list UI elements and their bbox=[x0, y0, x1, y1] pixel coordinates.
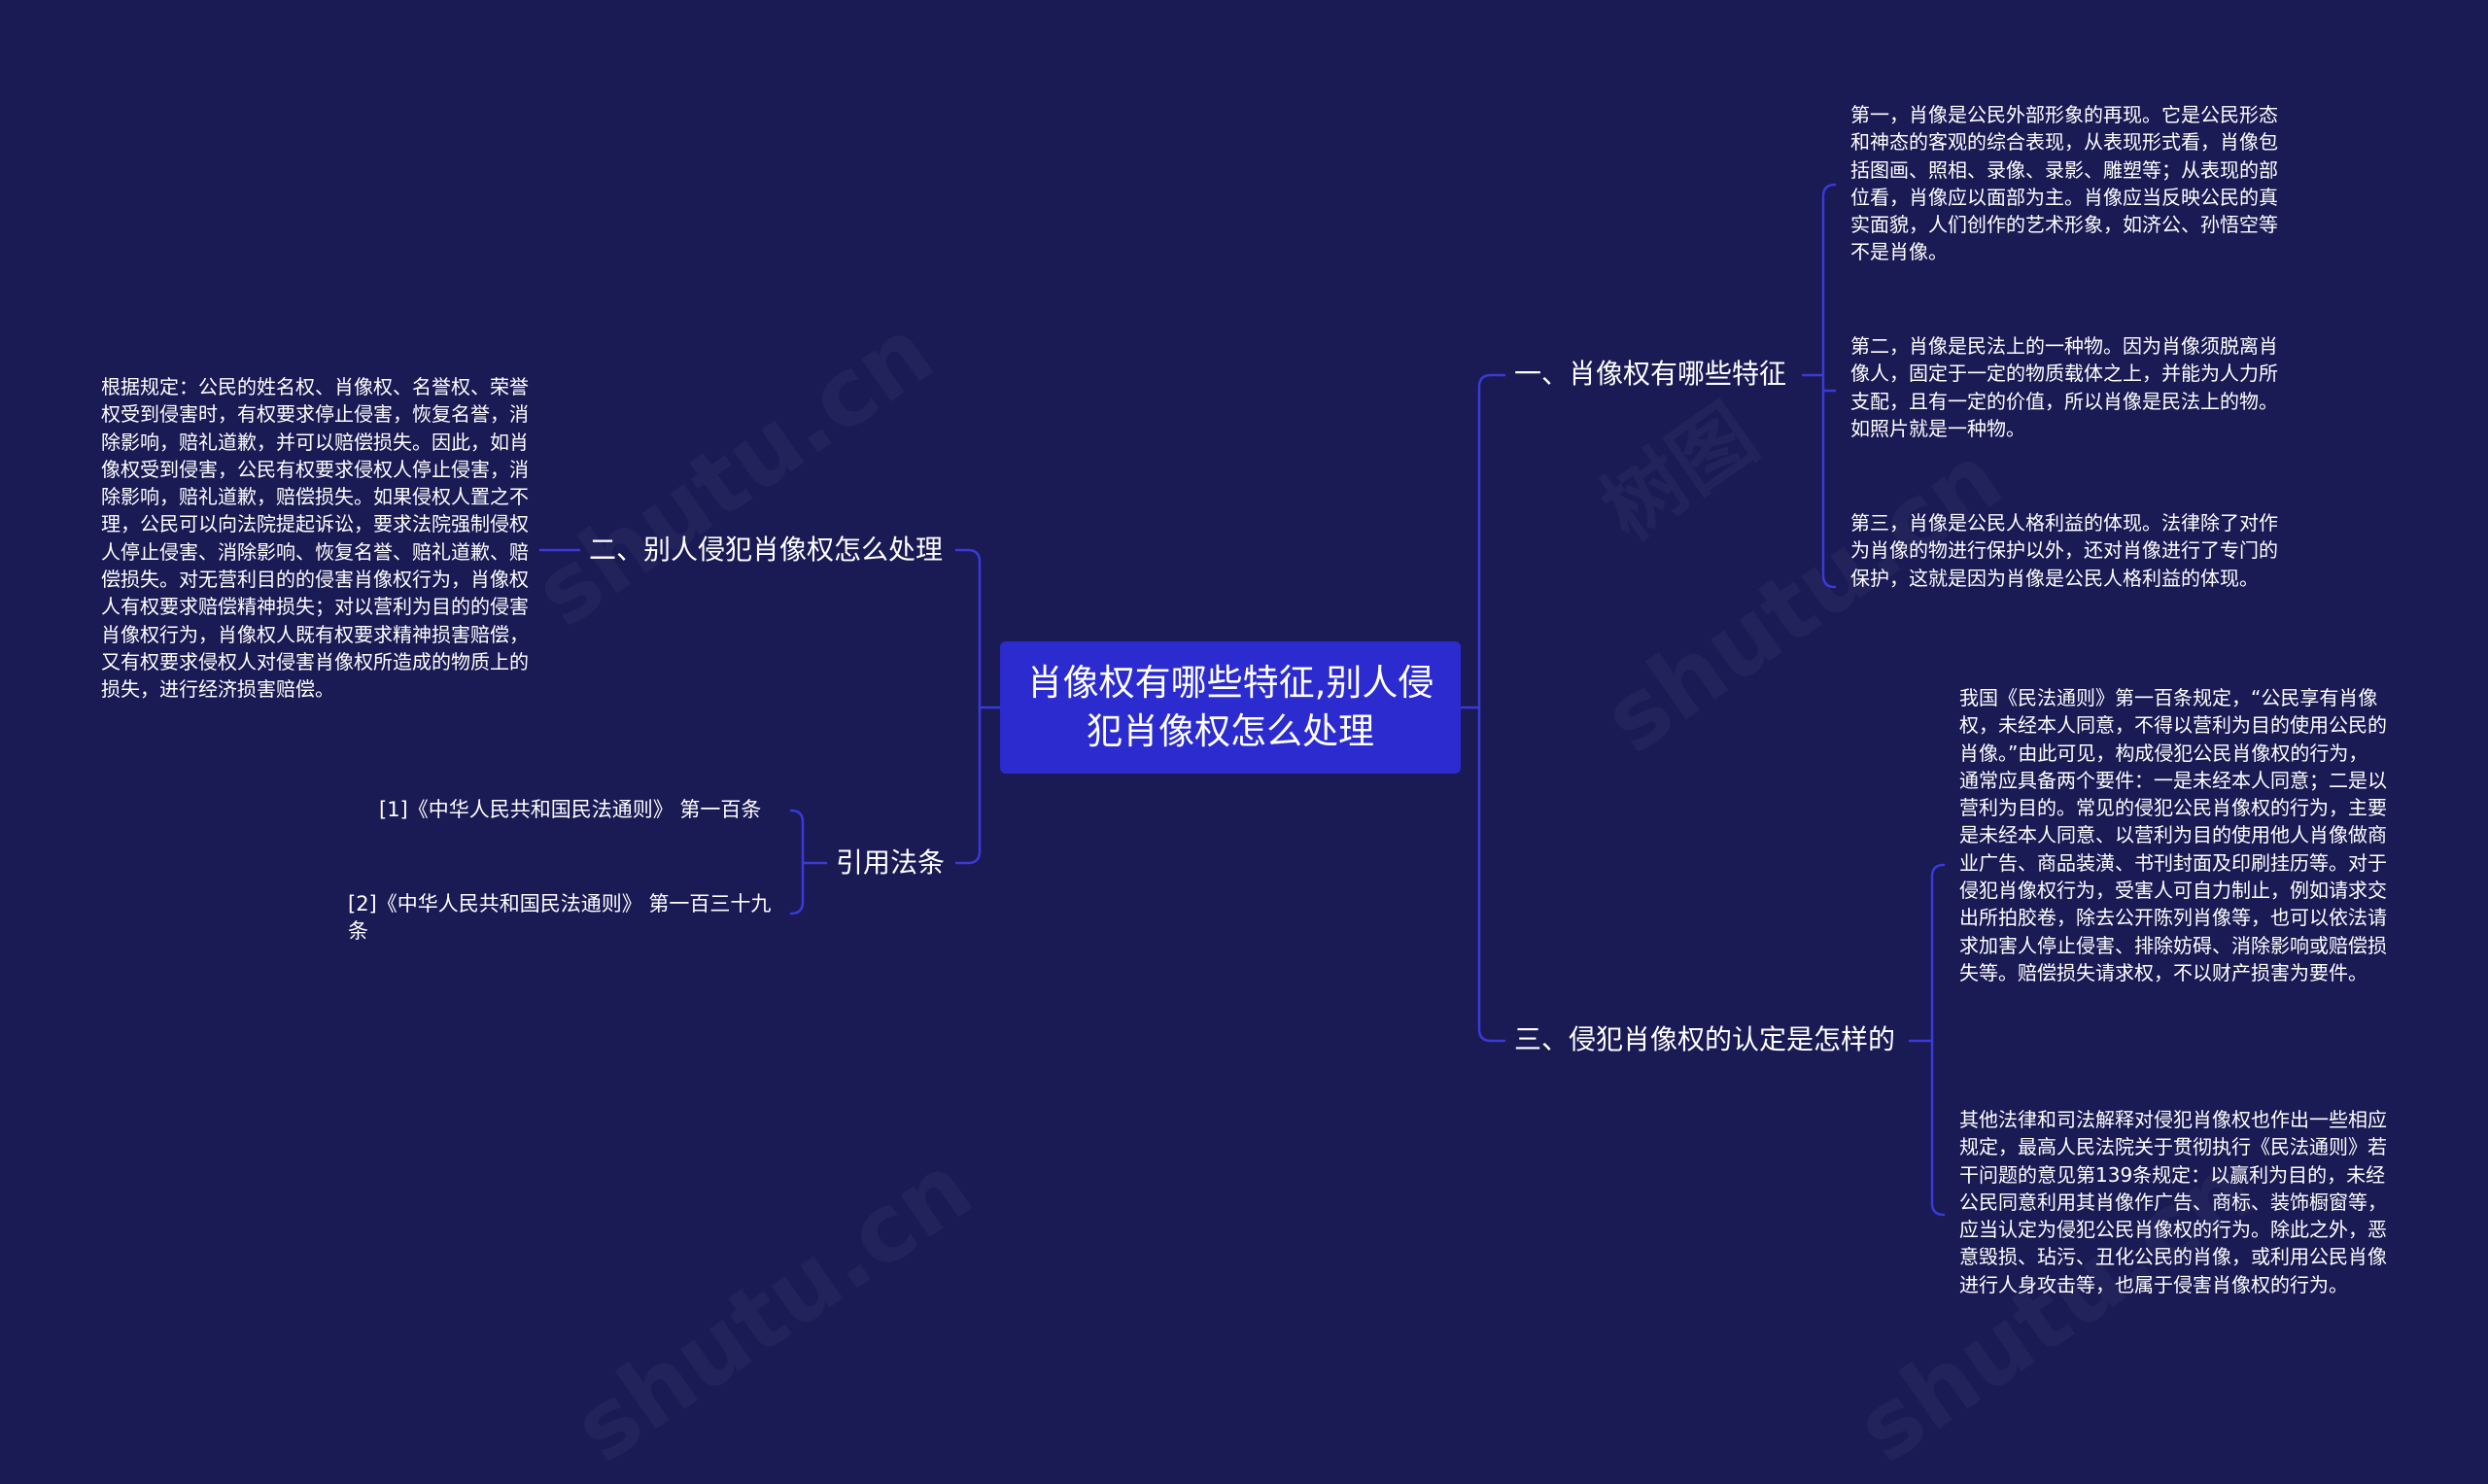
leaf-feature-3: 第三，肖像是公民人格利益的体现。法律除了对作为肖像的物进行保护以外，还对肖像进行… bbox=[1850, 511, 2278, 590]
citation-2: [2]《中华人民共和国民法通则》 第一百三十九条 bbox=[348, 892, 772, 943]
leaf-handling-1: 根据规定：公民的姓名权、肖像权、名誉权、荣誉权受到侵害时，有权要求停止侵害，恢复… bbox=[101, 375, 529, 702]
leaf-infringement-2: 其他法律和司法解释对侵犯肖像权也作出一些相应规定，最高人民法院关于贯彻执行《民法… bbox=[1959, 1108, 2387, 1296]
leaf-infringement-1: 我国《民法通则》第一百条规定，“公民享有肖像权，未经本人同意，不得以营利为目的使… bbox=[1959, 686, 2387, 984]
citation-1: [1]《中华人民共和国民法通则》 第一百条 bbox=[379, 798, 762, 821]
branch-citations[interactable]: 引用法条 bbox=[836, 846, 946, 879]
branch-features[interactable]: 一、肖像权有哪些特征 bbox=[1514, 358, 1787, 390]
branch-handling[interactable]: 二、别人侵犯肖像权怎么处理 bbox=[589, 534, 944, 566]
connector-features-bracket bbox=[1821, 183, 1837, 589]
connector-citations-bracket bbox=[789, 809, 805, 915]
leaf-feature-1: 第一，肖像是公民外部形象的再现。它是公民形态和神态的客观的综合表现，从表现形式看… bbox=[1850, 103, 2278, 264]
leaf-feature-2: 第二，肖像是民法上的一种物。因为肖像须脱离肖像人，固定于一定的物质载体之上，并能… bbox=[1850, 334, 2278, 440]
connector-lines bbox=[538, 183, 1946, 1217]
connector-infringement-bracket bbox=[1930, 863, 1946, 1217]
mind-map-canvas: shutu.cn shutu.cn shutu.cn shutu.cn 树图 bbox=[101, 103, 2387, 1296]
connector-left-trunk bbox=[966, 548, 982, 865]
connector-right-trunk bbox=[1477, 373, 1493, 1043]
branch-infringement[interactable]: 三、侵犯肖像权的认定是怎样的 bbox=[1514, 1023, 1896, 1055]
root-node[interactable]: 肖像权有哪些特征,别人侵犯肖像权怎么处理 bbox=[1000, 641, 1461, 774]
